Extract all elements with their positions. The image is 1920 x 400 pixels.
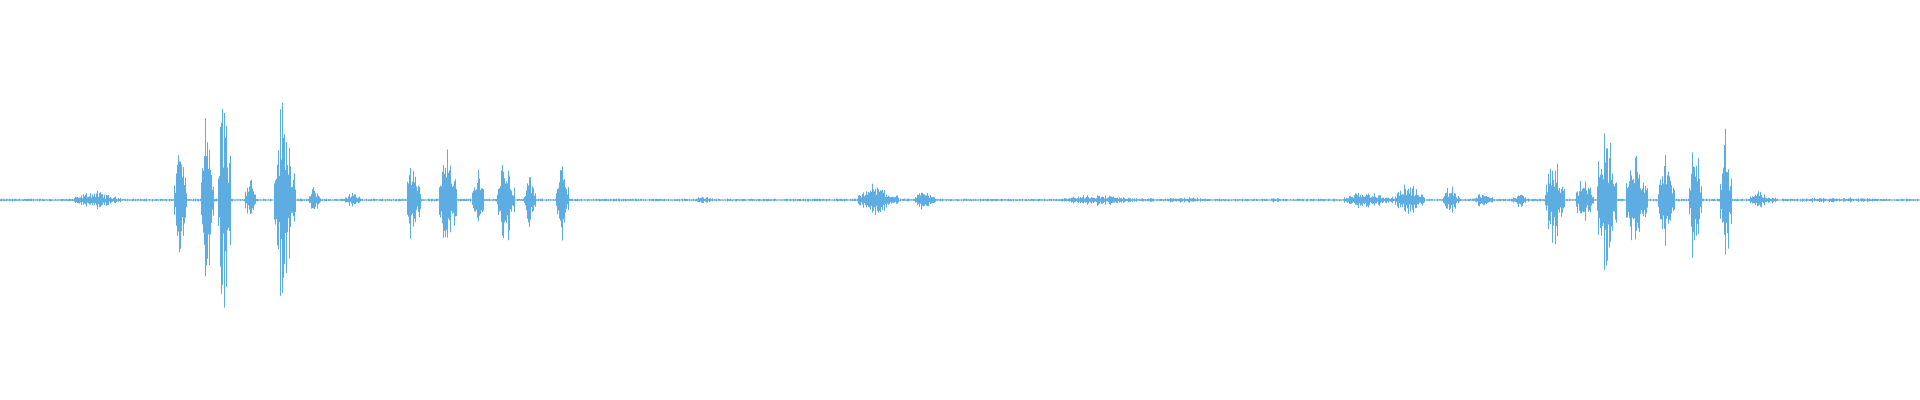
waveform-signal — [0, 102, 1920, 308]
